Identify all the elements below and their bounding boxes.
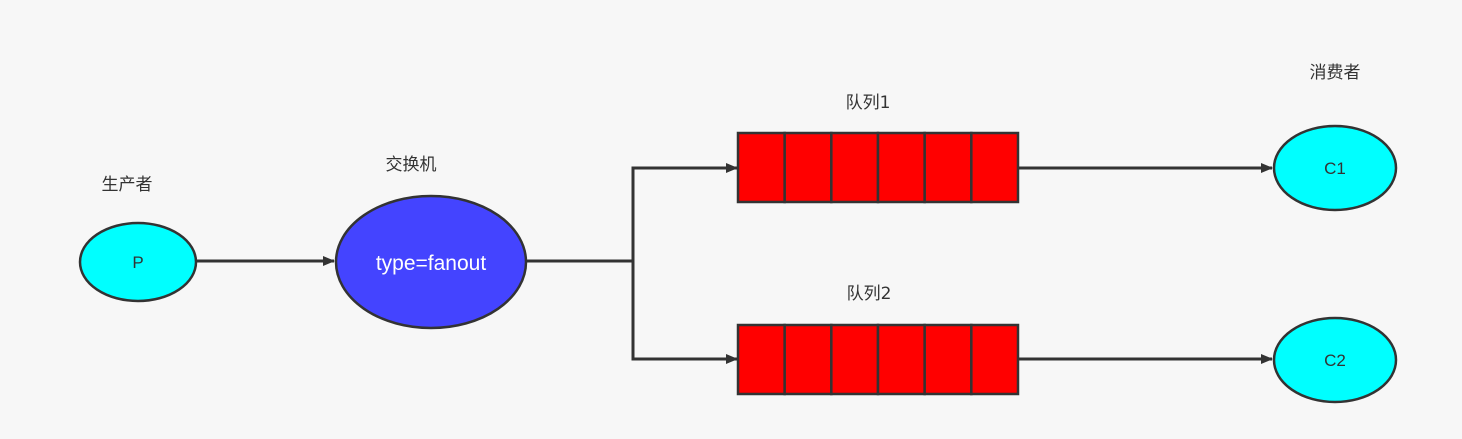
producer-node-label: P bbox=[132, 253, 143, 272]
queue-1 bbox=[736, 131, 1020, 204]
exchange-ellipse bbox=[334, 194, 528, 330]
consumer-c2-node: C2 bbox=[1272, 316, 1398, 404]
exchange-section-label: 交换机 bbox=[386, 155, 437, 175]
edge-exchange-to-queue-1 bbox=[631, 163, 738, 261]
consumer-c1-node: C1 bbox=[1272, 124, 1398, 212]
queue-1-cell bbox=[783, 131, 833, 204]
producer-ellipse bbox=[78, 221, 198, 303]
queue-1-cell bbox=[736, 131, 786, 204]
queue-2-cell bbox=[970, 323, 1020, 396]
consumer-c1-label: C1 bbox=[1324, 159, 1346, 178]
queue-2-cell bbox=[830, 323, 880, 396]
queue-1-cell bbox=[830, 131, 880, 204]
queue-2-cell bbox=[736, 323, 786, 396]
producer-section-label: 生产者 bbox=[102, 175, 153, 195]
exchange-node: type=fanout bbox=[334, 194, 528, 330]
queue-1-cell bbox=[876, 131, 926, 204]
queue-2-cell bbox=[783, 323, 833, 396]
queue-1-cell bbox=[970, 131, 1020, 204]
queue-1-cell bbox=[923, 131, 973, 204]
queue-2-cell bbox=[923, 323, 973, 396]
edge-exchange-to-queue-2 bbox=[631, 261, 738, 364]
queue-2-cell bbox=[876, 323, 926, 396]
consumer-c2-ellipse bbox=[1272, 316, 1398, 404]
queue-1-label: 队列1 bbox=[846, 93, 891, 113]
exchange-node-label: type=fanout bbox=[376, 252, 487, 275]
queue-2-label: 队列2 bbox=[847, 284, 892, 304]
producer-node: P bbox=[78, 221, 198, 303]
queue-2 bbox=[736, 323, 1020, 396]
consumer-section-label: 消费者 bbox=[1310, 63, 1361, 83]
consumer-c2-label: C2 bbox=[1324, 351, 1346, 370]
consumer-c1-ellipse bbox=[1272, 124, 1398, 212]
